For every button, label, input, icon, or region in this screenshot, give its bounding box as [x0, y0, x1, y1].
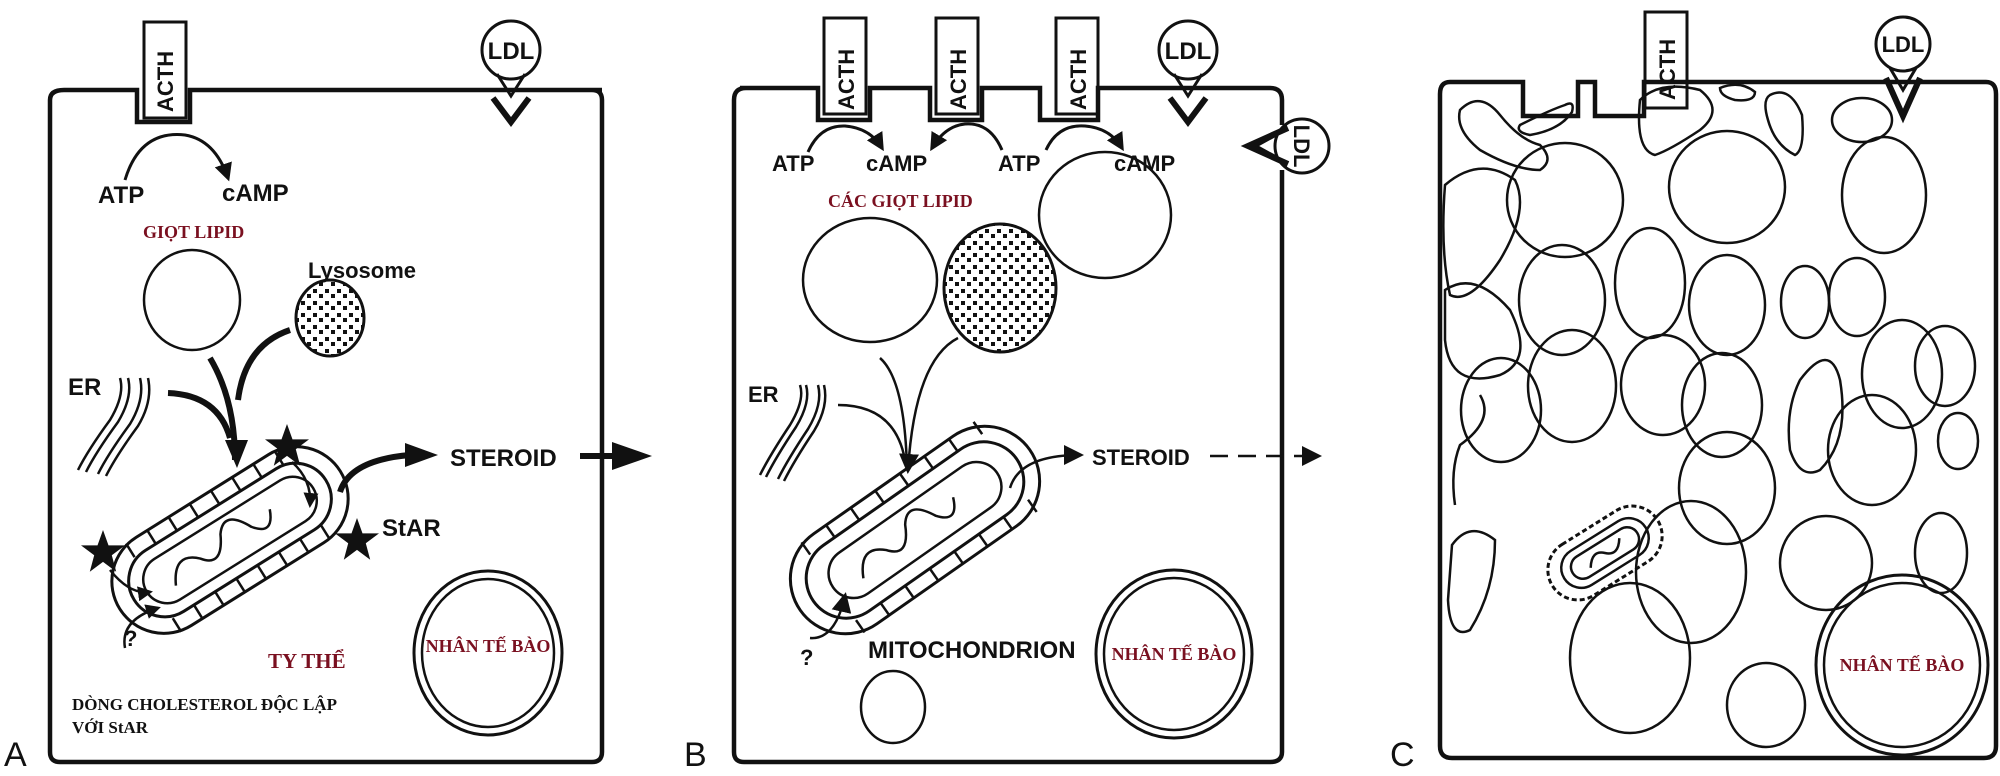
er-to-mito-arrow-a [167, 390, 233, 439]
nucleus-b: NHÂN TẾ BÀO [1094, 568, 1254, 740]
steroid-arrow-b [1008, 445, 1084, 489]
panel-b: B ACTH ACTH ACTH LDL LDL ATP cAMP ATP cA… [684, 16, 1331, 774]
er-label-b: ER [748, 382, 779, 407]
svg-text:NHÂN TẾ BÀO: NHÂN TẾ BÀO [1112, 643, 1237, 664]
svg-text:ACTH: ACTH [946, 49, 971, 110]
panel-a: A ACTH LDL ATP cAMP GIỌT LIPID Lysosome … [4, 19, 652, 774]
panel-label-b: B [684, 736, 707, 774]
camp-label-a: cAMP [222, 180, 289, 207]
star-protein-icon [81, 424, 379, 572]
svg-text:LDL: LDL [488, 38, 535, 65]
star-arrow-a [109, 569, 153, 602]
star-label-a: StAR [382, 515, 441, 542]
star-arrow-a [291, 461, 319, 508]
lysosome-b [942, 222, 1058, 354]
lysosome-to-mito-arrow-a [235, 327, 292, 401]
lipid-droplets-label-b: CÁC GIỌT LIPID [828, 190, 973, 211]
lysosome-a [294, 278, 366, 358]
lipid-droplet-a [142, 248, 242, 352]
arrowhead-icon [612, 442, 652, 470]
arrowhead-icon [225, 440, 248, 468]
lipid-droplet-b [801, 216, 939, 344]
steroid-arrow-a [337, 452, 411, 494]
acth-receptor-a [142, 20, 188, 120]
lysosome-to-mito-arrow-b [899, 336, 959, 474]
footnote-line2-a: VỚI StAR [72, 718, 149, 737]
mitochondrion-b [788, 421, 1042, 636]
lipid-droplet-label-a: GIỌT LIPID [143, 222, 244, 242]
acth-receptor-c: ACTH [1643, 10, 1689, 110]
footnote-line1-a: DÒNG CHOLESTEROL ĐỘC LẬP [72, 695, 337, 714]
er-b [758, 384, 827, 482]
ldl-particle-b: LDL [1157, 19, 1219, 127]
steroid-label-a: STEROID [450, 445, 557, 472]
acth-receptor-b: ACTH ACTH ACTH [822, 16, 1100, 116]
cell-membrane-a [47, 87, 605, 765]
question-mark-b: ? [800, 645, 813, 670]
mitochondrion-a [110, 445, 350, 635]
er-label-a: ER [68, 374, 101, 401]
svg-text:ACTH: ACTH [1066, 49, 1091, 110]
panel-label-c: C [1390, 736, 1415, 774]
arrowhead-icon [405, 443, 438, 467]
svg-text:NHÂN TẾ BÀO: NHÂN TẾ BÀO [426, 635, 551, 656]
ldl-particle-c: LDL [1874, 15, 1932, 124]
nucleus-a: NHÂN TẾ BÀO [412, 569, 564, 737]
svg-text:LDL: LDL [1882, 32, 1925, 57]
er-c [1452, 394, 1486, 506]
nucleus-c: NHÂN TẾ BÀO [1814, 573, 1990, 757]
svg-text:NHÂN TẾ BÀO: NHÂN TẾ BÀO [1840, 654, 1965, 675]
lipid-droplet-small-b [859, 669, 927, 745]
panel-c: C ACTH LDL [1390, 10, 1999, 774]
question-mark-a: ? [124, 626, 137, 651]
atp-camp-arrow-b [806, 124, 884, 153]
atp-label-a: ATP [98, 182, 144, 209]
question-arrow-a [123, 604, 161, 649]
svg-text:ACTH: ACTH [1655, 39, 1680, 100]
panel-label-a: A [4, 736, 27, 774]
svg-text:ACTH: ACTH [834, 49, 859, 110]
atp-camp-arrow-a [123, 133, 232, 182]
lipid-droplets-c [1442, 83, 1980, 749]
atp-camp-arrow-b [930, 122, 1004, 152]
svg-text:LDL: LDL [1165, 38, 1212, 65]
question-arrow-b [809, 592, 852, 640]
acth-label-a: ACTH [153, 51, 178, 112]
mitochondrion-label-b: MITOCHONDRION [868, 637, 1076, 664]
er-to-mito-arrow-b [837, 403, 907, 461]
camp-label-b: cAMP [866, 151, 927, 176]
er-a [76, 377, 151, 477]
ldl-particle-side-b: LDL [1240, 117, 1331, 175]
atp-label-b: ATP [772, 151, 814, 176]
mitochondrion-c [1546, 504, 1664, 602]
lipid-droplet-b [1037, 150, 1173, 280]
cell-membrane-c [1437, 79, 1999, 761]
svg-text:LDL: LDL [1289, 125, 1314, 168]
ldl-particle-a: LDL [480, 19, 542, 127]
atp-label-b: ATP [998, 151, 1040, 176]
steroid-label-b: STEROID [1092, 445, 1190, 470]
lipid-to-mito-arrow-b [879, 357, 909, 471]
mitochondrion-label-a: TY THỂ [268, 649, 346, 673]
atp-camp-arrow-b [1044, 124, 1124, 152]
